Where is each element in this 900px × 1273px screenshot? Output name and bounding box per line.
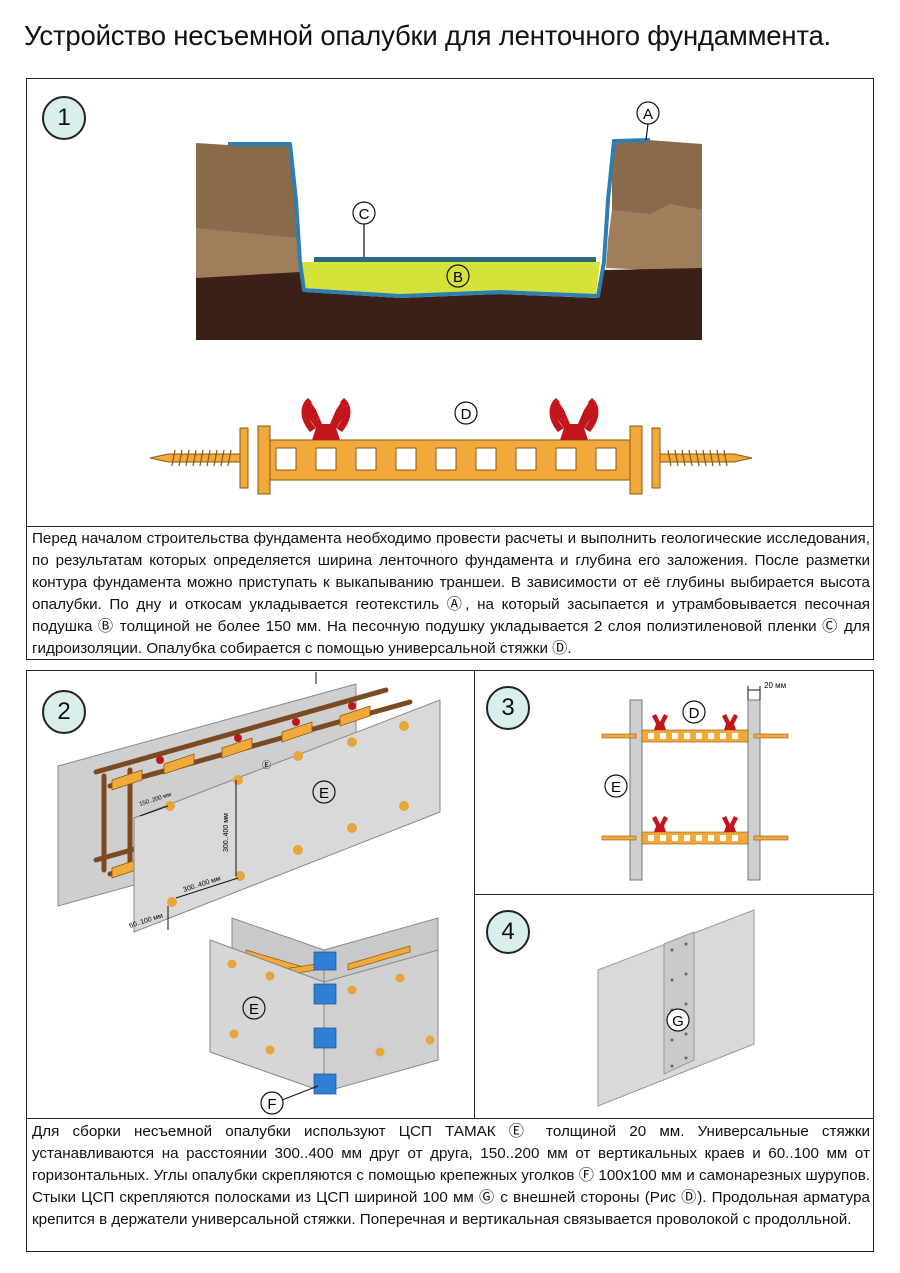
panel-4-number: 4 xyxy=(486,910,530,954)
universal-tie xyxy=(149,398,753,495)
panel-3-number: 3 xyxy=(486,686,530,730)
label-g: G xyxy=(672,1013,684,1030)
tie-upper xyxy=(601,714,789,743)
soil-right-upper xyxy=(612,140,702,215)
label-d-panel3: D xyxy=(689,705,700,722)
soil-right-mid xyxy=(606,204,702,272)
soil-left-mid xyxy=(196,228,300,285)
dim-20mm: 20 мм xyxy=(764,681,786,690)
dim-300-400-vertical: 300..400 мм xyxy=(223,813,230,852)
film-layer xyxy=(314,257,596,262)
page-title: Устройство несъемной опалубки для ленточ… xyxy=(24,20,831,51)
corner-brackets xyxy=(313,951,337,1095)
label-b: B xyxy=(453,269,463,286)
sand-cushion xyxy=(300,262,600,294)
clamp-right xyxy=(549,398,599,440)
label-e-bottom: E xyxy=(249,1001,259,1018)
clamp-left xyxy=(301,398,351,440)
label-f: F xyxy=(267,1096,276,1113)
section-1-frame xyxy=(26,78,874,660)
label-e-panel3: E xyxy=(611,779,621,796)
label-c: C xyxy=(359,206,370,223)
label-a: A xyxy=(643,106,653,123)
label-e-small: Ⓔ xyxy=(262,760,271,770)
soil-deep xyxy=(196,268,702,340)
label-e-top: E xyxy=(319,785,329,802)
section-2-divider-h xyxy=(26,1118,874,1119)
section-2-text: Для сборки несъемной опалубки используют… xyxy=(32,1123,870,1228)
section-2-frame xyxy=(26,670,874,1252)
section-1-text: Перед началом строительства фундамента н… xyxy=(32,530,870,657)
section-2-divider-h-right xyxy=(474,894,874,895)
geotextile-line xyxy=(228,138,651,298)
tie-lower xyxy=(601,816,789,845)
label-d: D xyxy=(461,406,472,423)
soil-left-upper xyxy=(196,143,298,240)
panel-2-number: 2 xyxy=(42,690,86,734)
panel-1-number: 1 xyxy=(42,96,86,140)
section-1-divider xyxy=(26,526,874,527)
